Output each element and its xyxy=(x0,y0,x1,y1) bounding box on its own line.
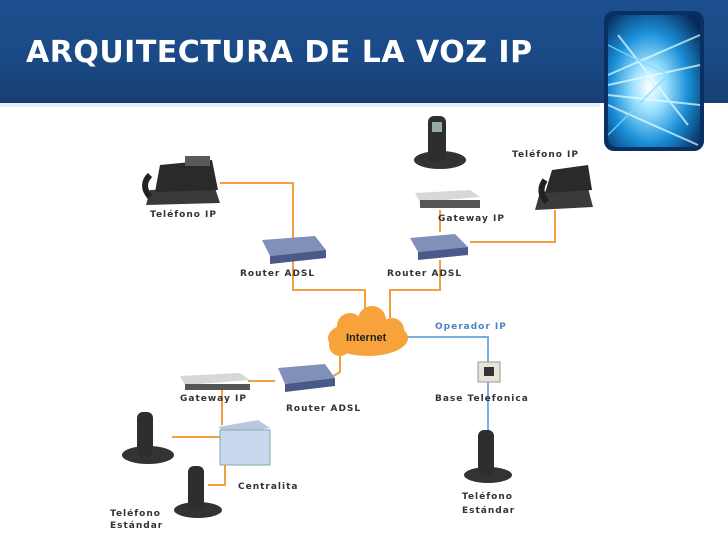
label-telefono-estandar-right-2: Estándar xyxy=(462,506,515,516)
ip-phone-left-icon xyxy=(142,156,220,205)
label-router-adsl-left: Router ADSL xyxy=(240,269,315,279)
ip-phone-right-icon xyxy=(535,165,593,210)
label-router-adsl-bottom: Router ADSL xyxy=(286,404,361,414)
label-gateway-ip-bottom: Gateway IP xyxy=(180,394,247,404)
label-operador-ip: Operador IP xyxy=(435,322,507,332)
title-underline xyxy=(0,103,600,107)
label-telefono-ip-left: Teléfono IP xyxy=(150,209,217,220)
router-adsl-left-icon xyxy=(262,236,326,264)
light-burst-logo xyxy=(604,11,704,151)
router-adsl-right-icon xyxy=(410,234,468,260)
label-internet: Internet xyxy=(346,332,387,344)
label-telefono-ip-right: Teléfono IP xyxy=(512,149,579,160)
label-telefono-estandar-left-2: Estándar xyxy=(110,521,163,531)
label-base-telefonica: Base Telefonica xyxy=(435,394,529,404)
cordless-phone-top-icon xyxy=(414,116,466,169)
gateway-ip-top-icon xyxy=(415,190,480,208)
phone-socket-icon xyxy=(477,361,501,383)
pbx-centralita-icon xyxy=(218,420,271,466)
label-router-adsl-right: Router ADSL xyxy=(387,269,462,279)
router-adsl-bottom-icon xyxy=(278,364,335,392)
cordless-phone-left-1-icon xyxy=(122,412,174,464)
cordless-phone-left-2-icon xyxy=(174,466,222,518)
label-gateway-ip-top: Gateway IP xyxy=(438,214,505,224)
gateway-ip-bottom-icon xyxy=(180,373,250,390)
network-links xyxy=(172,182,556,486)
label-centralita: Centralita xyxy=(238,482,298,492)
slide-title: ARQUITECTURA DE LA VOZ IP xyxy=(26,35,533,70)
cordless-phone-right-icon xyxy=(464,430,512,483)
internet-cloud-icon xyxy=(328,306,408,356)
label-telefono-estandar-left-1: Teléfono xyxy=(110,508,161,519)
label-telefono-estandar-right-1: Teléfono xyxy=(462,491,513,502)
operator-links xyxy=(405,336,489,430)
